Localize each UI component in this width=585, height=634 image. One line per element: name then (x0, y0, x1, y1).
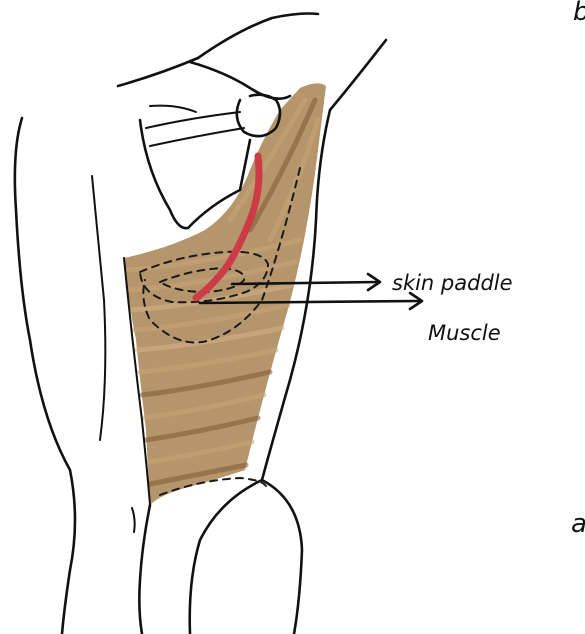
forearm-top (118, 58, 198, 86)
edge-letter-bottom: a (571, 509, 585, 539)
elbow (237, 95, 280, 137)
skin-paddle-label: skin paddle (392, 271, 513, 295)
upper-arm-top (198, 14, 318, 59)
muscle-region (124, 83, 326, 505)
muscle-label: Muscle (428, 321, 501, 345)
upper-arm-lower (190, 62, 290, 99)
forearm-line-1 (146, 112, 240, 128)
axilla-fold (150, 106, 196, 112)
left-back-contour (15, 118, 75, 634)
buttock-curve-right (190, 480, 262, 634)
forearm-line-2 (150, 128, 244, 146)
edge-letter-top: b (573, 0, 585, 27)
left-back-line (92, 176, 105, 440)
gluteal-fold (132, 508, 135, 532)
buttock-curve-left (139, 505, 150, 634)
